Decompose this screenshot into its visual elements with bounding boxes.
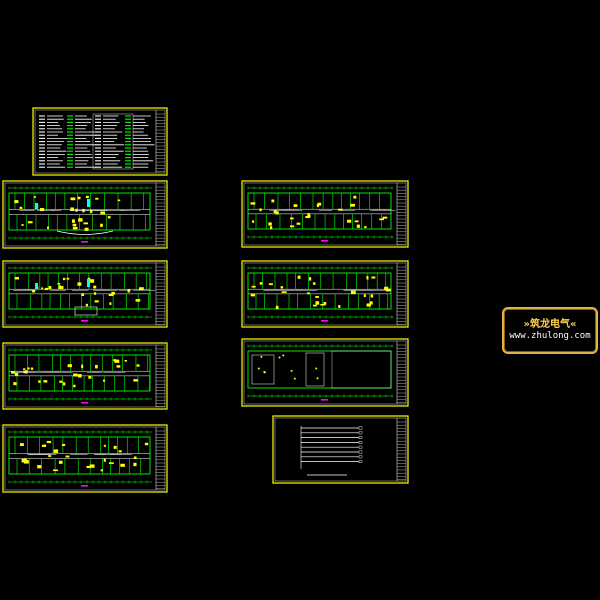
sheet-inner-border — [34, 109, 166, 174]
title-block — [155, 427, 165, 490]
sheet-title-mark — [81, 241, 88, 243]
floor-plan-drawing — [8, 266, 156, 319]
watermark-url-text: www.zhulong.com — [509, 331, 591, 341]
plan-7-sheet — [241, 338, 409, 407]
title-block — [155, 345, 165, 407]
sheet-inner-border — [4, 182, 166, 247]
sheet-title-mark — [81, 402, 88, 404]
floor-plan-drawing — [247, 266, 393, 319]
system-diagram-sheet — [272, 415, 409, 484]
title-block — [155, 263, 165, 325]
title-block — [396, 263, 406, 325]
title-block — [155, 110, 165, 173]
sheet-frame — [241, 338, 409, 407]
floor-plan-drawing — [247, 186, 396, 239]
system-riser-diagram — [300, 426, 363, 476]
sheet-frame — [272, 415, 409, 484]
floor-plan-drawing — [8, 430, 152, 484]
plan-2-sheet — [2, 260, 168, 328]
watermark-brand-text: »筑龙电气« — [523, 319, 577, 330]
sheet-inner-border — [243, 262, 407, 326]
plan-5-sheet — [241, 180, 409, 248]
floor-plan-drawing — [8, 348, 152, 401]
title-block — [396, 183, 406, 245]
sheet-title-mark — [81, 485, 88, 487]
legend-table — [39, 113, 155, 170]
sheet-title-mark — [321, 399, 328, 401]
sheet-title-mark — [321, 320, 328, 322]
title-block — [155, 183, 165, 246]
plan-1-sheet — [2, 180, 168, 249]
sheet-inner-border — [4, 344, 166, 408]
plan-6-sheet — [241, 260, 409, 328]
sheet-inner-border — [4, 262, 166, 326]
plan-3-sheet — [2, 342, 168, 410]
sheet-inner-border — [243, 182, 407, 246]
sheet-title-mark — [81, 320, 88, 322]
sheet-inner-border — [243, 340, 407, 405]
title-block — [396, 341, 406, 404]
plan-4-sheet — [2, 424, 168, 493]
legend-sheet-sheet — [32, 107, 168, 176]
sheet-inner-border — [274, 417, 407, 482]
watermark-stamp: »筑龙电气« www.zhulong.com — [502, 307, 598, 354]
sheet-title-mark — [321, 240, 328, 242]
floor-plan-drawing — [247, 344, 393, 398]
floor-plan-drawing — [8, 186, 152, 240]
title-block — [396, 418, 406, 481]
sheet-inner-border — [4, 426, 166, 491]
